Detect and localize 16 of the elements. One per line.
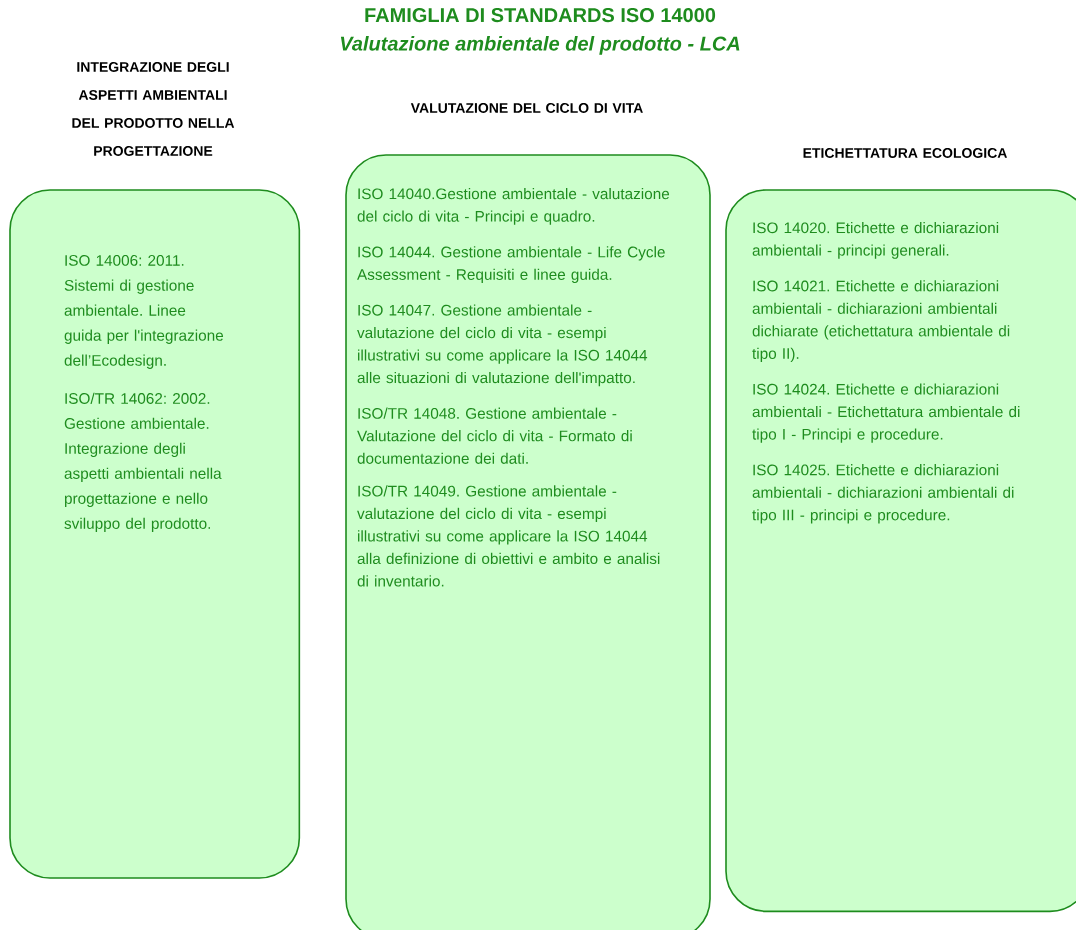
subtitle: Valutazione ambientale del prodotto - LCA [340,36,740,55]
standard-description: ISO 14024. Etichette e dichiarazioni ambientali - Etichettatura ambientale di tipo I - Principi e procedure. [752,383,1020,443]
column-heading: VALUTAZIONE DEL CICLO DI VITA [410,103,643,113]
column-heading: INTEGRAZIONE DEGLI ASPETTI AMBIENTALI DEL PRODOTTO NELLA PROGETTAZIONE [72,62,235,156]
standard-description: ISO/TR 14062: 2002. Gestione ambientale. Integrazione degli aspetti ambientali nella progettazione e nello sviluppo del prodotto. [64,392,222,532]
title: FAMIGLIA DI STANDARDS ISO 14000 [365,8,716,23]
standard-description: ISO 14047. Gestione ambientale - valutazione del ciclo di vita - esempi illustrativi su come applicare la ISO 14044 alle situazioni di valutazione dell'impatto. [357,304,648,387]
standard-description: ISO 14020. Etichette e dichiarazioni ambientali - principi generali. [752,222,999,259]
standard-description: ISO 14021. Etichette e dichiarazioni ambientali - dichiarazioni ambientali dichiarate (etichettatura ambientale di tipo II). [752,280,1010,362]
standard-description: ISO 14006: 2011. Sistemi di gestione ambientale. Linee guida per l'integrazione dell’Ecodesign. [64,255,224,369]
standard-description: ISO/TR 14049. Gestione ambientale - valutazione del ciclo di vita - esempi illustrativi su come applicare la ISO 14044 alla definizione di obiettivi e ambito e analisi di inventario. [357,485,660,587]
standard-description: ISO/TR 14048. Gestione ambientale - Valutazione del ciclo di vita - Formato di documentazione dei dati. [357,407,632,464]
standard-description: ISO 14025. Etichette e dichiarazioni ambientali - dichiarazioni ambientali di tipo III - principi e procedure. [752,464,1014,524]
standard-description: ISO 14044. Gestione ambientale - Life Cycle Assessment - Requisiti e linee guida. [357,246,665,283]
standard-description: ISO 14040.Gestione ambientale - valutazione del ciclo di vita - Principi e quadro. [357,188,670,225]
column-heading: ETICHETTATURA ECOLOGICA [803,148,1007,158]
